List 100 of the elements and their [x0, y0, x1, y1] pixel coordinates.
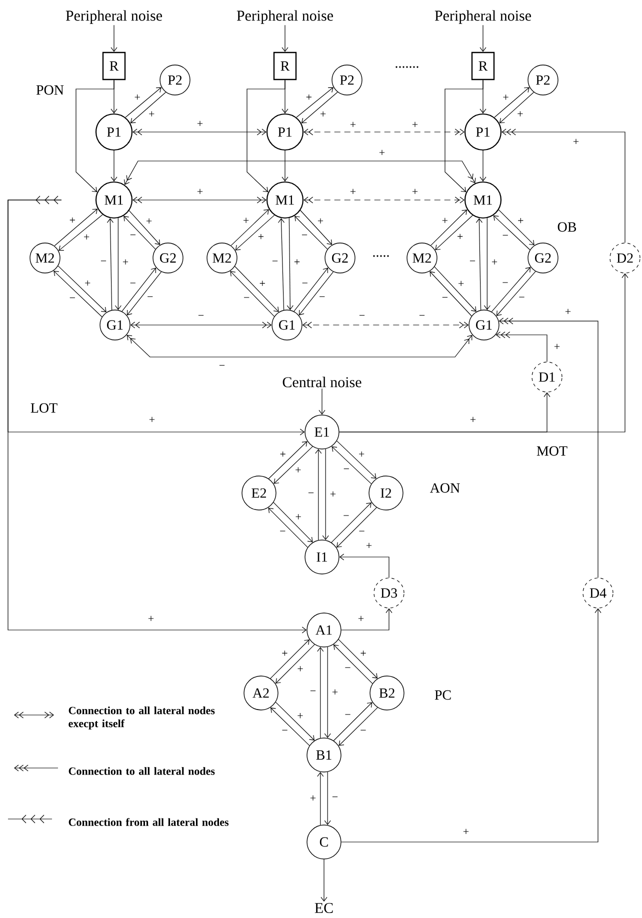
edge-label: + — [469, 416, 477, 424]
arrow — [498, 318, 598, 578]
arrow — [270, 639, 310, 679]
arrow — [274, 446, 313, 484]
arrow — [275, 702, 315, 740]
arrow — [130, 92, 166, 124]
double-arrow — [130, 322, 272, 328]
edge-label: − — [309, 690, 317, 695]
edge-label: + — [196, 188, 204, 196]
arrow — [8, 200, 307, 634]
edge-label: − — [518, 296, 526, 302]
node-label: Central noise — [282, 376, 362, 388]
edge-label: − — [468, 260, 476, 266]
edge-label: + — [147, 615, 155, 623]
arrow — [268, 441, 308, 479]
edge-label: + — [258, 280, 266, 288]
node-label: EC — [314, 902, 333, 914]
arrow — [318, 388, 326, 415]
arrow — [125, 87, 162, 118]
ellipsis: ....... — [396, 66, 418, 68]
region-label: PC — [434, 690, 451, 700]
arrow — [296, 87, 334, 118]
arrow — [286, 218, 294, 310]
double-arrow — [132, 196, 266, 204]
arrow — [273, 502, 313, 542]
node-label: Peripheral noise — [66, 10, 162, 24]
edge-label: − — [279, 530, 286, 536]
sign-label: + — [411, 121, 419, 129]
edge-label: + — [296, 666, 304, 673]
edge-label: + — [502, 94, 510, 102]
arrow — [270, 708, 310, 746]
arrow — [58, 214, 103, 251]
double-arrow — [302, 322, 469, 328]
legend-text: Connection from all lateral nodes — [68, 818, 229, 826]
square-box: R — [471, 52, 495, 80]
edge-label: − — [300, 234, 308, 240]
edge-label: − — [281, 729, 288, 734]
double-arrow — [304, 128, 464, 136]
edge-label: − — [331, 796, 339, 801]
edge-label: − — [358, 314, 366, 320]
edge-label: + — [358, 450, 366, 458]
edge-label: + — [196, 120, 204, 128]
arrow — [480, 24, 486, 52]
edge-label: + — [296, 712, 304, 720]
edge-label: + — [553, 343, 561, 351]
node-label: Peripheral noise — [434, 10, 531, 24]
arrow — [494, 87, 530, 118]
arrow — [54, 208, 98, 246]
arrow — [496, 332, 548, 362]
edge-label: + — [242, 217, 250, 225]
arrow — [126, 272, 162, 316]
edge-label: + — [564, 308, 572, 316]
arrow — [128, 210, 160, 245]
edge-label: + — [516, 110, 524, 118]
arrow — [110, 150, 118, 182]
arrow — [114, 218, 122, 310]
edge-label: + — [349, 121, 357, 129]
arrow — [493, 215, 530, 250]
arrow — [336, 440, 376, 479]
edge-label: − — [146, 296, 154, 301]
arrow — [294, 216, 328, 250]
arrow — [246, 80, 286, 192]
arrow — [498, 210, 534, 246]
edge-label: − — [358, 530, 366, 536]
arrow — [444, 80, 484, 192]
arrow — [282, 24, 288, 52]
arrow — [322, 448, 329, 540]
edge-label: − — [307, 492, 315, 497]
arrow — [106, 218, 114, 310]
arrow — [320, 859, 328, 902]
edge-label: − — [243, 296, 250, 302]
arrow — [331, 502, 372, 543]
arrow — [435, 215, 473, 250]
edge-label: + — [365, 542, 373, 550]
arrow — [341, 608, 392, 630]
edge-label: + — [145, 218, 153, 226]
arrow — [278, 218, 285, 310]
edge-label: + — [309, 794, 317, 802]
arrow — [268, 508, 308, 548]
edge-label: + — [441, 217, 449, 225]
edge-label: + — [122, 258, 130, 266]
edge-label: + — [257, 234, 265, 241]
arrow — [476, 218, 483, 310]
region-label: LOT — [30, 403, 58, 413]
arrow — [315, 448, 322, 540]
edge-label: − — [68, 297, 76, 302]
arrow — [341, 608, 602, 842]
arrow — [499, 92, 534, 124]
arrow — [333, 702, 372, 741]
arrow — [294, 268, 328, 312]
edge-label: + — [316, 218, 324, 226]
double-arrow — [304, 196, 464, 204]
edge-label: + — [134, 94, 141, 102]
edge-label: + — [457, 280, 465, 288]
edge-label: + — [148, 110, 156, 118]
edge-label: + — [360, 650, 367, 658]
arrow — [298, 272, 334, 316]
edge-label: + — [462, 828, 470, 836]
arrow — [430, 210, 468, 246]
arrow — [300, 210, 332, 245]
